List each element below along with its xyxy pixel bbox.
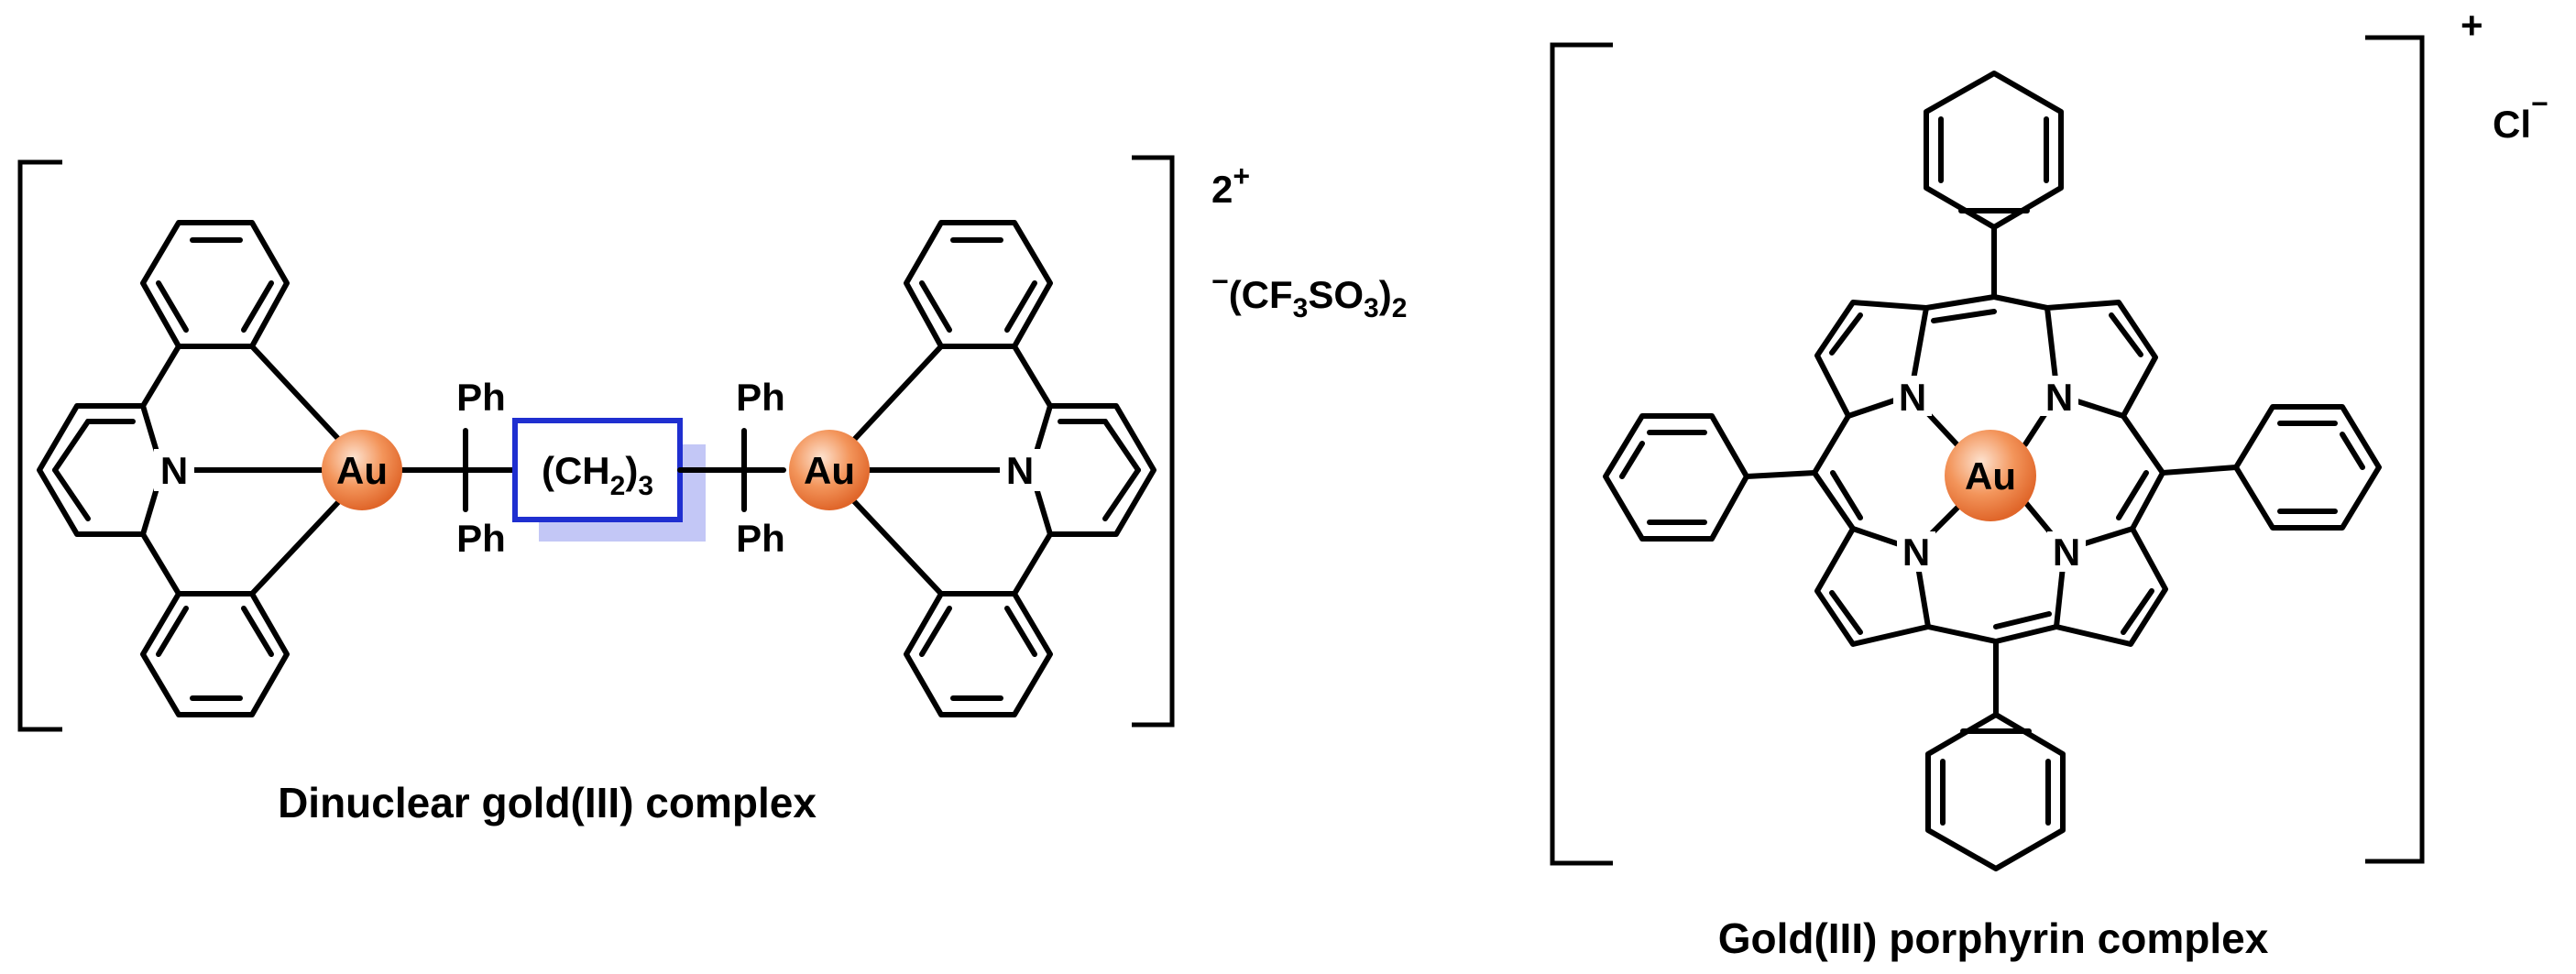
- left-bracket-close: [1132, 155, 1175, 728]
- right-bracket-open: [1550, 42, 1613, 866]
- triflate-counterion: −(CF3SO3)2: [1211, 265, 1407, 323]
- gold-label-right: Au: [804, 449, 855, 492]
- phenyl-label-3: Ph: [736, 376, 785, 419]
- dinuclear-caption: Dinuclear gold(III) complex: [278, 779, 817, 826]
- nitrogen-label-left: N: [160, 449, 188, 492]
- nitrogen-label-right: N: [1006, 449, 1034, 492]
- porphyrin-right-phenyl: [2160, 404, 2382, 531]
- porphyrin-charge: +: [2461, 4, 2483, 47]
- phenyl-label-1: Ph: [456, 376, 506, 419]
- right-upper-phenyl-ring: [904, 220, 1053, 409]
- gold-atom-left: [322, 430, 402, 510]
- nitrogen-label-porphyrin-3: N: [1902, 531, 1930, 574]
- nitrogen-label-porphyrin-2: N: [2045, 376, 2073, 419]
- nitrogen-label-porphyrin-1: N: [1899, 376, 1926, 419]
- left-lower-phenyl-ring: [140, 531, 290, 717]
- gold-label-porphyrin: Au: [1965, 454, 2016, 498]
- linker-box: [512, 418, 683, 522]
- porphyrin-left-phenyl: [1603, 413, 1817, 542]
- right-pyridine-ring: [1028, 403, 1156, 537]
- chloride-counterion: Cl−: [2493, 87, 2549, 146]
- left-pyridine-ring: [37, 403, 165, 537]
- left-upper-phenyl-ring: [140, 220, 290, 409]
- dinuclear-complex: N N Au Au Ph Ph Ph Ph (CH2)3 2+ −(CF3SO3…: [17, 155, 1407, 826]
- left-bracket-open: [17, 159, 62, 732]
- phenyl-label-2: Ph: [456, 517, 506, 560]
- porphyrin-complex: Au N N N N + Cl− Gold(III) porphyrin com…: [1550, 4, 2549, 962]
- gold-atom-porphyrin: [1945, 430, 2036, 521]
- nitrogen-label-porphyrin-4: N: [2053, 531, 2080, 574]
- porphyrin-top-phenyl: [1924, 71, 2064, 300]
- dinuclear-charge: 2+: [1211, 159, 1250, 211]
- porphyrin-bottom-phenyl: [1925, 639, 2066, 871]
- linker-label: (CH2)3: [542, 449, 653, 501]
- right-bracket-close: [2365, 35, 2425, 864]
- porphyrin-caption: Gold(III) porphyrin complex: [1718, 914, 2269, 962]
- gold-label-left: Au: [336, 449, 388, 492]
- right-lower-phenyl-ring: [904, 531, 1053, 717]
- phenyl-label-4: Ph: [736, 517, 785, 560]
- gold-atom-right: [789, 430, 870, 510]
